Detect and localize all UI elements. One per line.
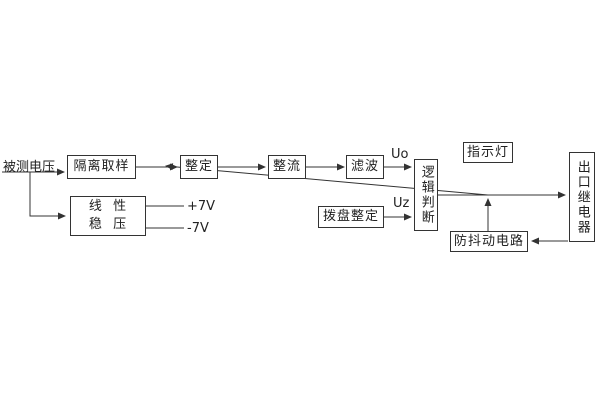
node-dial-setting: 拨盘整定 xyxy=(318,206,384,228)
linear-regulator-line1: 线 性 xyxy=(88,199,128,215)
node-logic-judgment: 逻辑判断 xyxy=(414,159,438,231)
label-uz: Uz xyxy=(393,196,410,211)
node-setting: 整定 xyxy=(180,155,218,179)
wire-source-to-linear-regulator xyxy=(29,172,66,220)
label-plus7v: +7V xyxy=(187,199,216,214)
node-indicator-lamp: 指示灯 xyxy=(463,142,513,163)
node-isolation-sampling: 隔离取样 xyxy=(67,155,136,179)
node-linear-regulator: 线 性 稳 压 xyxy=(70,196,146,236)
node-rectifier: 整流 xyxy=(268,155,306,179)
label-minus7v: -7V xyxy=(187,221,209,236)
label-measured-voltage: 被测电压 xyxy=(3,160,56,175)
node-anti-jitter-circuit: 防抖动电路 xyxy=(450,231,528,252)
label-uo: Uo xyxy=(391,147,409,162)
linear-regulator-line2: 稳 压 xyxy=(88,217,128,232)
node-filter: 滤波 xyxy=(346,155,384,179)
node-output-relay: 出口继电器 xyxy=(569,152,595,242)
